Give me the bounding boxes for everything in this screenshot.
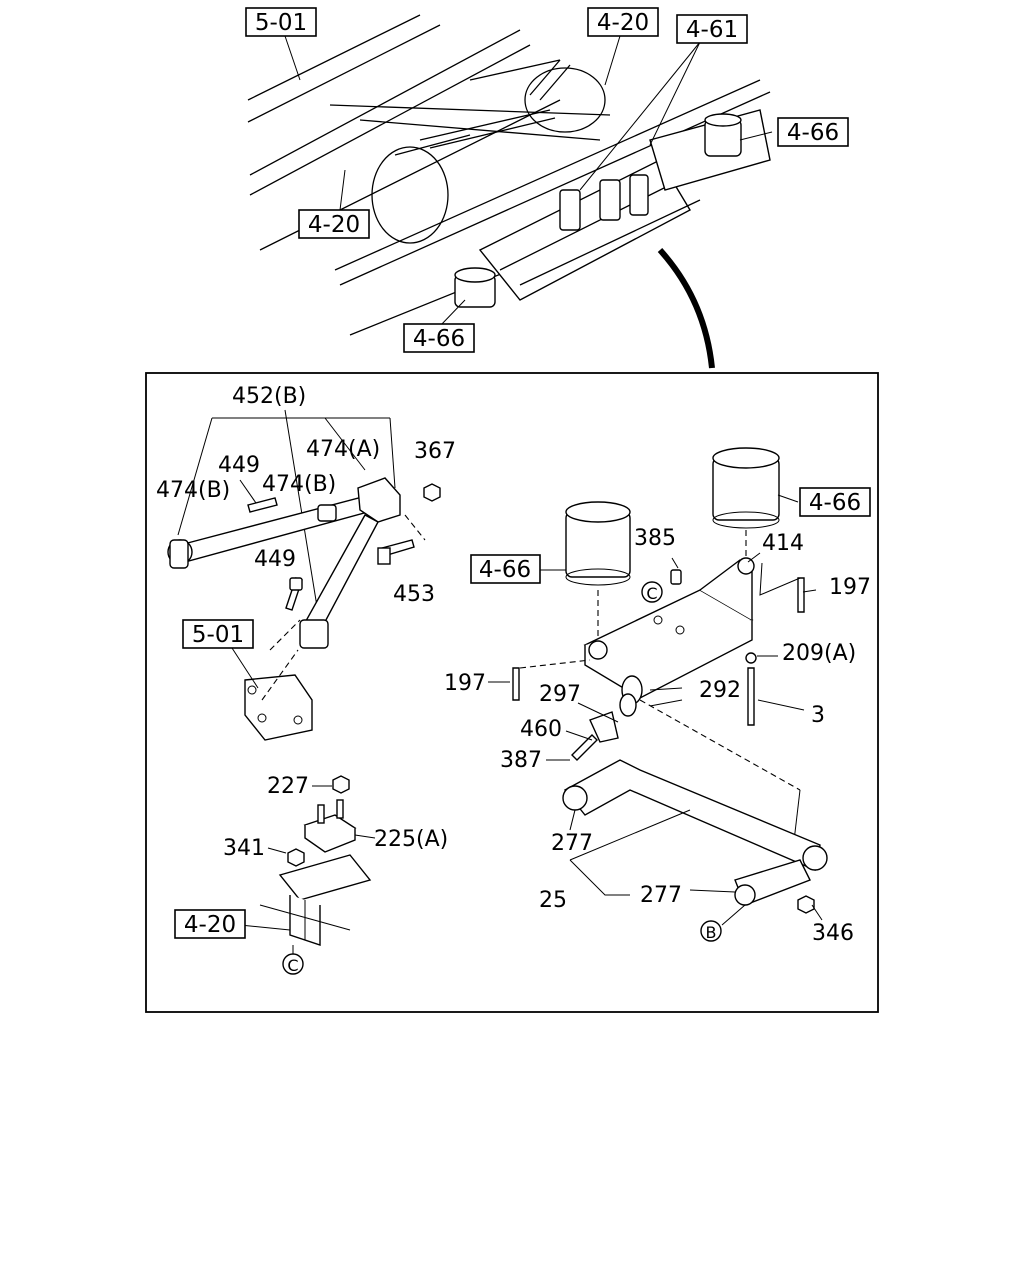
svg-text:B: B [706, 923, 717, 942]
circle-ref-b: B [700, 920, 722, 942]
torque-rod-group [167, 409, 441, 741]
label-387: 387 [500, 748, 542, 773]
label-277-right: 277 [640, 883, 682, 908]
part-number-labels: 452(B) 474(A) 367 449 474(B) 474(B) 449 … [156, 384, 871, 946]
svg-text:4-66: 4-66 [413, 326, 465, 352]
label-209a: 209(A) [782, 641, 856, 666]
label-474b-mid: 474(B) [262, 472, 336, 497]
ref-4-66-detail-right: 4-66 [799, 487, 871, 517]
label-385: 385 [634, 526, 676, 551]
ref-4-20-detail: 4-20 [174, 909, 246, 939]
label-414: 414 [762, 531, 804, 556]
label-474a: 474(A) [306, 437, 380, 462]
svg-text:5-01: 5-01 [255, 10, 307, 36]
ref-4-66-bottom: 4-66 [403, 323, 475, 353]
label-197-right: 197 [829, 575, 871, 600]
svg-text:4-20: 4-20 [184, 912, 236, 938]
svg-text:4-66: 4-66 [479, 557, 531, 583]
suspension-group [488, 447, 828, 926]
label-449-lower: 449 [254, 547, 296, 572]
circle-ref-c-upper: C [641, 581, 663, 603]
ref-4-20-top: 4-20 [587, 7, 659, 37]
label-197-left: 197 [444, 671, 486, 696]
label-474b-left: 474(B) [156, 478, 230, 503]
label-367: 367 [414, 439, 456, 464]
label-453: 453 [393, 582, 435, 607]
ref-5-01-detail: 5-01 [182, 619, 254, 649]
label-277-left: 277 [551, 831, 593, 856]
label-227: 227 [267, 774, 309, 799]
label-292: 292 [699, 678, 741, 703]
label-3: 3 [811, 703, 825, 728]
svg-text:4-20: 4-20 [597, 10, 649, 36]
label-341: 341 [223, 836, 265, 861]
detail-frame [145, 372, 879, 1013]
svg-text:4-66: 4-66 [809, 490, 861, 516]
label-452b: 452(B) [232, 384, 306, 409]
svg-text:C: C [646, 584, 657, 603]
label-346: 346 [812, 921, 854, 946]
stopper-group [239, 775, 376, 958]
overview-illustration: 5-01 4-20 4-61 4-66 4-20 4-66 [245, 7, 849, 369]
ref-4-61: 4-61 [676, 14, 748, 44]
label-460: 460 [520, 717, 562, 742]
ref-4-20-left: 4-20 [298, 209, 370, 239]
label-225a: 225(A) [374, 827, 448, 852]
svg-text:C: C [287, 956, 298, 975]
label-449-top: 449 [218, 453, 260, 478]
label-297: 297 [539, 682, 581, 707]
ref-4-66-top-right: 4-66 [777, 117, 849, 147]
label-25: 25 [539, 888, 567, 913]
ref-5-01-top: 5-01 [245, 7, 317, 37]
svg-text:4-61: 4-61 [686, 17, 738, 43]
svg-text:4-66: 4-66 [787, 120, 839, 146]
circle-ref-c-lower: C [282, 953, 304, 975]
svg-text:5-01: 5-01 [192, 622, 244, 648]
svg-text:4-20: 4-20 [308, 212, 360, 238]
ref-4-66-detail-left: 4-66 [470, 554, 541, 584]
